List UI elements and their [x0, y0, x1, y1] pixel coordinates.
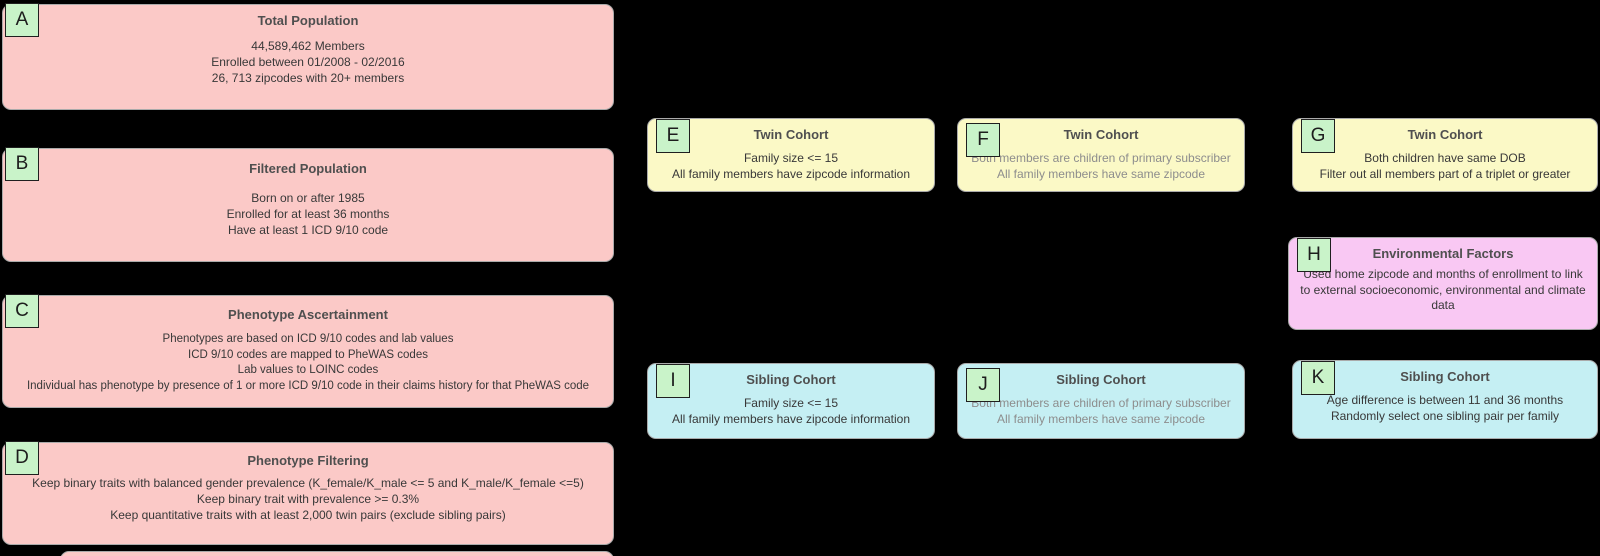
box-letter-c: C: [5, 294, 39, 328]
box-title-sibling-cohort: Sibling Cohort: [1056, 372, 1146, 387]
box-title-environmental-factors: Environmental Factors: [1372, 246, 1514, 261]
box-letter-i: I: [656, 364, 690, 398]
box-sibling-cohort-i: I Sibling Cohort Family size <= 15 All f…: [647, 363, 935, 439]
text-line: Keep quantitative traits with at least 2…: [110, 508, 506, 522]
box-title-twin-cohort: Twin Cohort: [1407, 127, 1483, 142]
text-line: All family members have zipcode informat…: [671, 412, 911, 426]
text-line: All family members have same zipcode: [996, 412, 1206, 426]
box-letter-j: J: [966, 368, 1000, 402]
box-twin-cohort-g: G Twin Cohort Both children have same DO…: [1292, 118, 1598, 192]
cutoff-box-top-edge: [60, 551, 614, 556]
text-line: Keep binary trait with prevalence >= 0.3…: [196, 492, 420, 506]
text-line: Enrolled for at least 36 months: [226, 207, 390, 221]
text-line: Age difference is between 11 and 36 mont…: [1326, 393, 1564, 407]
text-line: Enrolled between 01/2008 - 02/2016: [211, 55, 405, 69]
text-line: Lab values to LOINC codes: [237, 364, 379, 376]
box-phenotype-ascertainment: C Phenotype Ascertainment Phenotypes are…: [2, 294, 614, 408]
box-twin-cohort-e: E Twin Cohort Family size <= 15 All fami…: [647, 118, 935, 192]
text-line: Both members are children of primary sub…: [971, 396, 1231, 410]
text-line: Filter out all members part of a triplet…: [1319, 167, 1571, 181]
box-total-population: A Total Population 44,589,462 Members En…: [2, 3, 614, 110]
box-letter-e: E: [656, 119, 690, 153]
text-line: Individual has phenotype by presence of …: [26, 379, 590, 392]
text-line: Have at least 1 ICD 9/10 code: [227, 223, 389, 237]
box-letter-a: A: [5, 3, 39, 37]
text-line: Family size <= 15: [743, 396, 839, 410]
text-line: Family size <= 15: [743, 151, 839, 165]
text-line: Phenotypes are based on ICD 9/10 codes a…: [162, 333, 454, 345]
box-letter-f: F: [966, 123, 1000, 157]
box-filtered-population: B Filtered Population Born on or after 1…: [2, 147, 614, 262]
box-title-filtered-population: Filtered Population: [249, 161, 367, 176]
text-line: ICD 9/10 codes are mapped to PheWAS code…: [188, 348, 428, 361]
box-letter-g: G: [1301, 119, 1335, 153]
text-line: Both members are children of primary sub…: [971, 151, 1231, 165]
text-line: Used home zipcode and months of enrollme…: [1300, 267, 1586, 312]
text-line: Born on or after 1985: [251, 191, 365, 205]
text-line: Keep binary traits with balanced gender …: [32, 476, 584, 490]
box-twin-cohort-f: F Twin Cohort Both members are children …: [957, 118, 1245, 192]
box-sibling-cohort-j: J Sibling Cohort Both members are childr…: [957, 363, 1245, 439]
box-letter-h: H: [1297, 238, 1331, 272]
box-letter-k: K: [1301, 361, 1335, 395]
box-title-phenotype-ascertainment: Phenotype Ascertainment: [228, 307, 388, 322]
box-letter-b: B: [5, 147, 39, 181]
text-line: Randomly select one sibling pair per fam…: [1330, 409, 1560, 423]
box-title-total-population: Total Population: [257, 13, 359, 28]
text-line: All family members have zipcode informat…: [671, 167, 911, 181]
box-title-sibling-cohort: Sibling Cohort: [746, 372, 836, 387]
box-letter-d: D: [5, 441, 39, 475]
text-line: Both children have same DOB: [1364, 151, 1526, 165]
box-sibling-cohort-k: K Sibling Cohort Age difference is betwe…: [1292, 360, 1598, 439]
text-line: 44,589,462 Members: [251, 39, 365, 53]
box-environmental-factors: H Environmental Factors Used home zipcod…: [1288, 237, 1598, 330]
text-line: 26, 713 zipcodes with 20+ members: [211, 71, 405, 85]
box-phenotype-filtering: D Phenotype Filtering Keep binary traits…: [2, 441, 614, 545]
box-title-twin-cohort: Twin Cohort: [1063, 127, 1139, 142]
box-title-sibling-cohort: Sibling Cohort: [1400, 369, 1490, 384]
box-title-twin-cohort: Twin Cohort: [753, 127, 829, 142]
text-line: All family members have same zipcode: [996, 167, 1206, 181]
box-title-phenotype-filtering: Phenotype Filtering: [247, 453, 369, 468]
